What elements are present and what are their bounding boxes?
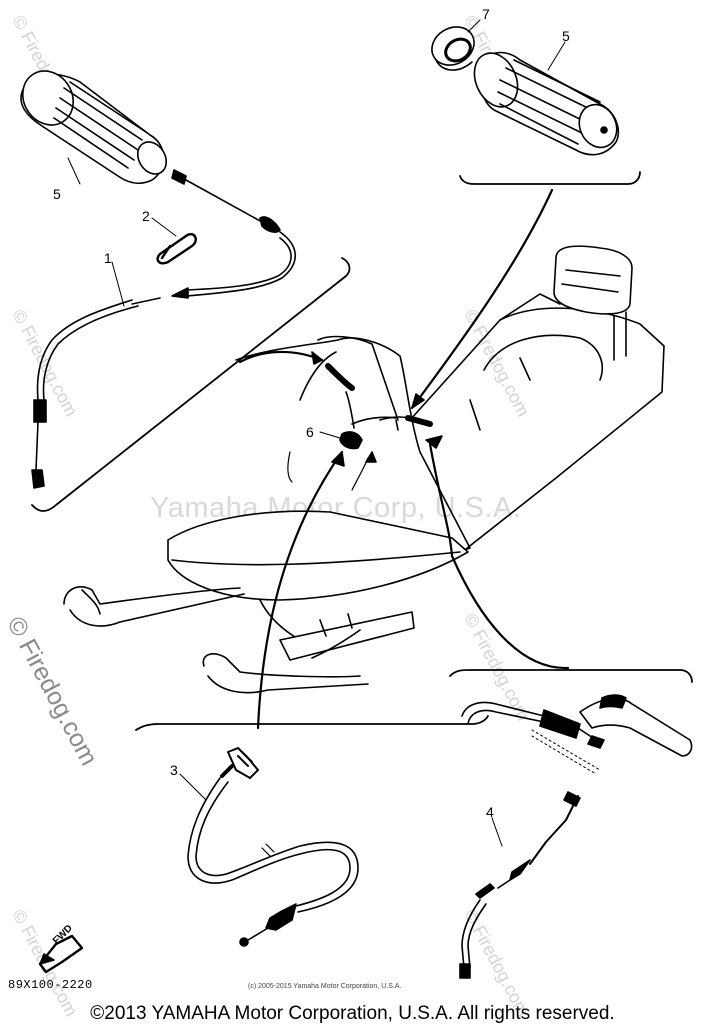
callout-3: 3 [170, 762, 178, 778]
footer-copyright: ©2013 YAMAHA Motor Corporation, U.S.A. A… [90, 1003, 615, 1024]
diagram-code: 89X100-2220 [8, 978, 93, 992]
fwd-arrow-icon [38, 934, 84, 974]
cable-1 [31, 231, 296, 489]
callout-4: 4 [486, 804, 494, 820]
snowmobile-body [63, 245, 665, 694]
clip-2 [156, 232, 197, 265]
clamp-6 [339, 431, 363, 450]
callout-6: 6 [306, 424, 314, 440]
callout-7: 7 [482, 6, 490, 22]
throttle-lever [171, 169, 281, 233]
cable-3 [187, 747, 359, 947]
callout-2: 2 [142, 208, 150, 224]
callout-5-left: 5 [53, 186, 61, 202]
grip-left [20, 70, 168, 185]
grip-right [473, 51, 620, 156]
small-copyright: (c) 2005-2015 Yamaha Motor Corporation, … [248, 983, 402, 990]
callout-1: 1 [104, 250, 112, 266]
brake-lever [461, 694, 693, 757]
cable-4 [459, 791, 581, 979]
callout-5-right: 5 [562, 28, 570, 44]
grip-end-7 [431, 26, 475, 71]
